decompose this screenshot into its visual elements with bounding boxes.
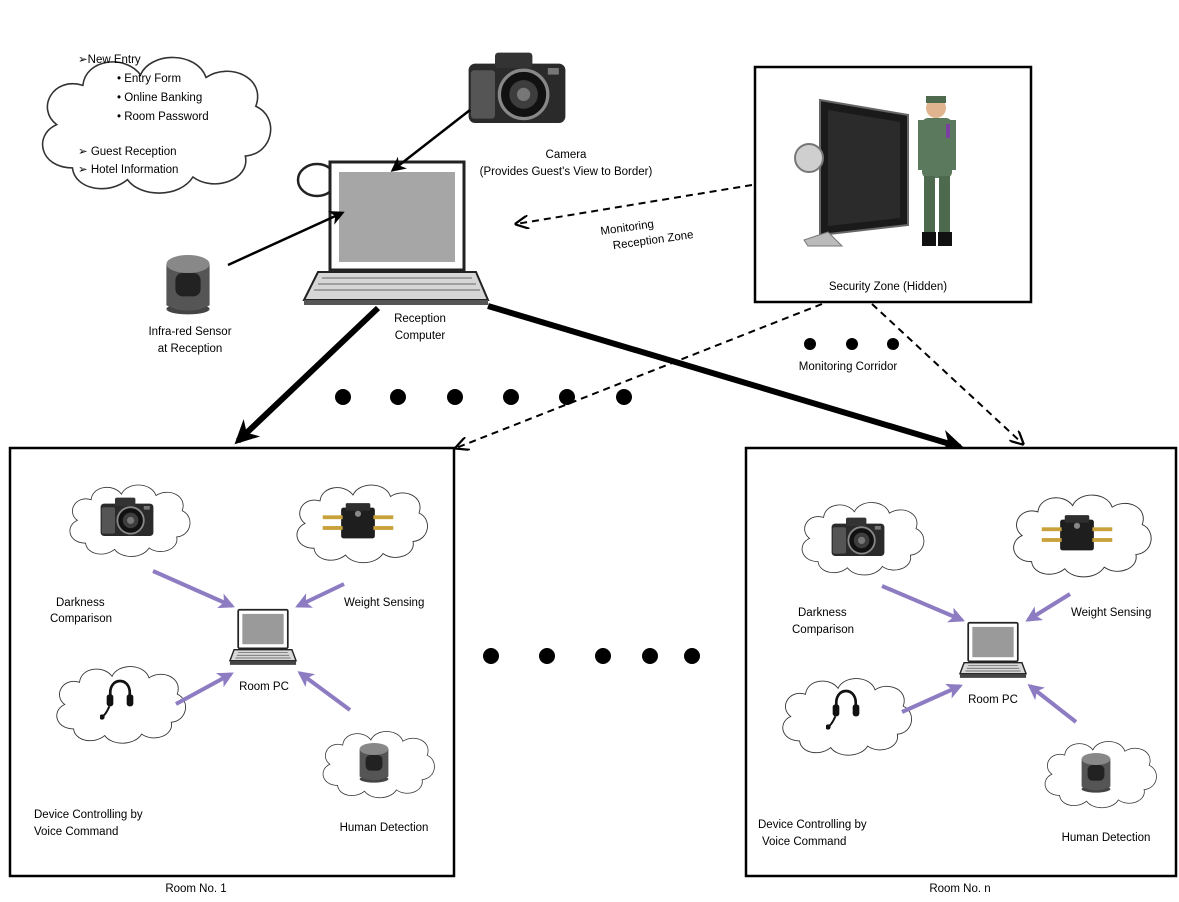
room1-darkness-line1: Darkness [56, 597, 105, 609]
roomn-darkness-line1: Darkness [798, 607, 847, 619]
infrared-sensor: Infra-red Sensor at Reception [148, 255, 232, 355]
roomn-darkness-line2: Comparison [792, 624, 854, 636]
laptop-icon [959, 621, 1027, 679]
reception-computer: Reception Computer [302, 160, 490, 342]
roomn-human-arrow [1027, 684, 1078, 724]
room1-voice-arrow [175, 672, 234, 706]
room1-pc-label: Room PC [239, 681, 289, 693]
monitor-icon [794, 98, 909, 247]
monitoring-corridor-label: Monitoring Corridor [799, 361, 898, 373]
security-to-roomn-arrow [871, 303, 1023, 444]
roomn-darkness-arrow [881, 584, 965, 623]
room1-darkness-arrow [152, 569, 235, 609]
infrared-sensor-line1: Infra-red Sensor [148, 326, 231, 338]
camera-icon [466, 50, 568, 125]
guard-icon [918, 96, 956, 246]
reception-computer-line1: Reception [394, 313, 446, 325]
room1-human-label: Human Detection [340, 822, 429, 834]
infrared-sensor-line2: at Reception [158, 343, 223, 355]
reception-computer-line2: Computer [395, 330, 446, 342]
room1-human-arrow [297, 671, 352, 712]
sensor-to-reception-arrow [227, 211, 345, 267]
reception-to-room1-arrow [234, 305, 381, 445]
menu-guest-reception: ➢ Guest Reception [78, 146, 177, 158]
menu-entry-form: • Entry Form [117, 73, 181, 85]
room-n: Darkness Comparison Weight Sensing Room … [744, 446, 1178, 878]
room1-weight-arrow [295, 582, 345, 608]
reception-menu-cloud: ➢New Entry • Entry Form • Online Banking… [41, 54, 272, 195]
roomn-weight-arrow [1025, 592, 1072, 622]
menu-new-entry: ➢New Entry [78, 54, 141, 66]
room1-voice-line2: Voice Command [34, 826, 118, 838]
monitoring-corridor [804, 338, 899, 350]
infrared-sensor-icon [1081, 753, 1111, 793]
room-1: Darkness Comparison Weight Sensing Room … [8, 446, 456, 878]
roomn-caption: Room No. n [929, 883, 990, 895]
laptop-icon [229, 608, 297, 666]
monitoring-reception-text: Monitoring Reception Zone [600, 218, 694, 252]
rooms-ellipsis-middle [483, 648, 700, 664]
camera-label: Camera [546, 149, 588, 161]
roomn-voice-line2: Voice Command [762, 836, 846, 848]
menu-room-password: • Room Password [117, 111, 209, 123]
menu-online-banking: • Online Banking [117, 92, 202, 104]
room1-darkness-line2: Comparison [50, 613, 112, 625]
roomn-voice-line1: Device Controlling by [758, 819, 867, 831]
menu-hotel-information: ➢ Hotel Information [78, 164, 178, 176]
security-zone: Security Zone (Hidden) [753, 65, 1033, 304]
roomn-pc-label: Room PC [968, 694, 1018, 706]
roomn-human-label: Human Detection [1062, 832, 1151, 844]
monitoring-reception-arrow [516, 184, 753, 224]
roomn-voice-arrow [901, 683, 963, 714]
roomn-weight-label: Weight Sensing [1071, 607, 1151, 619]
security-to-room1-arrow [456, 303, 823, 448]
infrared-sensor-icon [359, 743, 389, 783]
reception-camera: Camera (Provides Guest's View to Border) [466, 50, 653, 178]
reception-to-roomn-arrow [487, 303, 965, 454]
rooms-ellipsis-top [335, 389, 632, 405]
room1-voice-line1: Device Controlling by [34, 809, 143, 821]
camera-to-reception-arrow [390, 109, 471, 172]
room1-caption: Room No. 1 [165, 883, 226, 895]
camera-description: (Provides Guest's View to Border) [480, 166, 653, 178]
security-zone-label: Security Zone (Hidden) [829, 281, 947, 293]
infrared-sensor-icon [166, 255, 210, 315]
room1-weight-label: Weight Sensing [344, 597, 424, 609]
